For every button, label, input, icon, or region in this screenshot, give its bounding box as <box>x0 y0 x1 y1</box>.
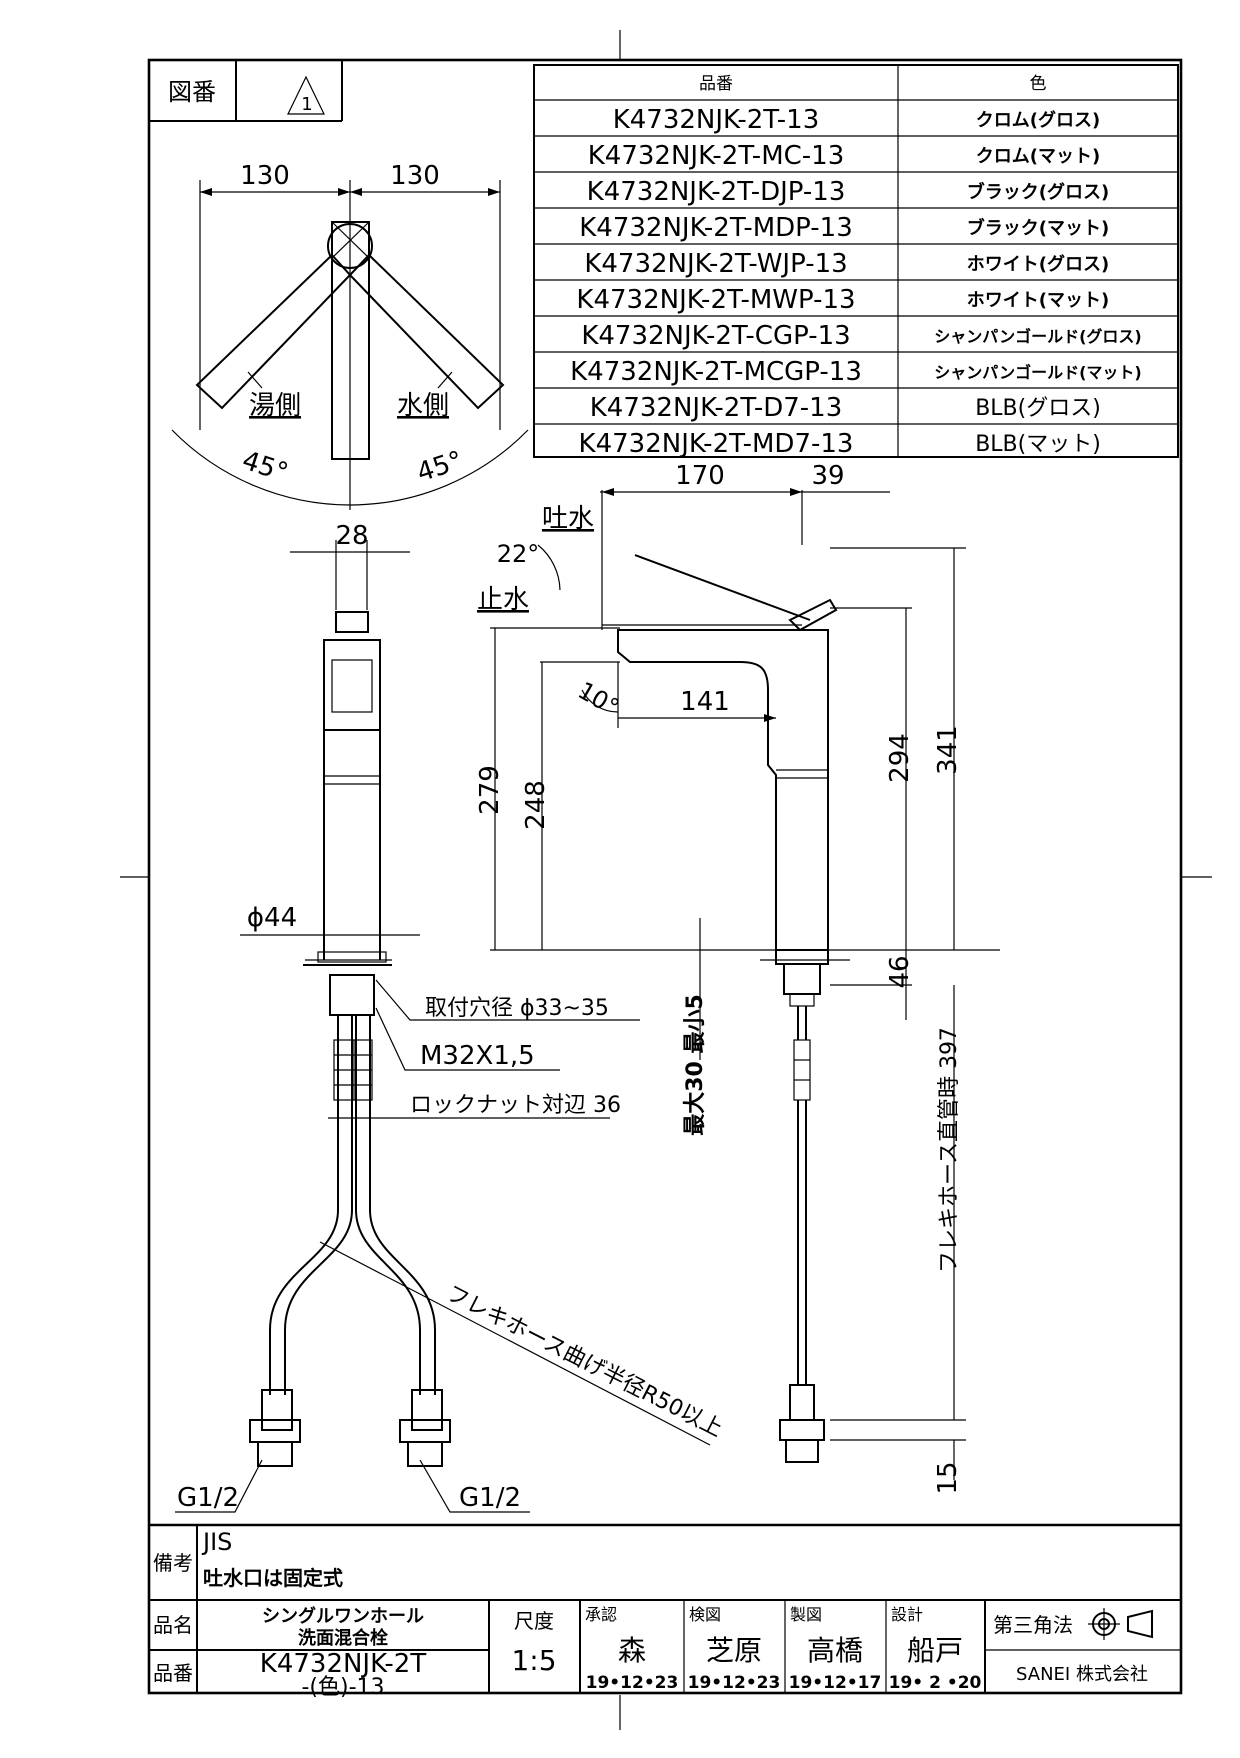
approval-date: 19•12•23 <box>586 1673 679 1693</box>
table-cell-color: クロム(マット) <box>976 146 1100 167</box>
variants-table: 品番 色 K4732NJK-2T-13 クロム(グロス) K4732NJK-2T… <box>533 64 1179 459</box>
side-dim-39: 39 <box>811 461 844 491</box>
product-number-1: K4732NJK-2T <box>260 1649 427 1679</box>
side-dim-141: 141 <box>680 687 730 717</box>
deck-range-label: 最大30 最小5 <box>683 994 708 1136</box>
conn-right-label: G1/2 <box>459 1483 521 1513</box>
check-label: 検図 <box>689 1605 721 1624</box>
lever-angle-label: 22° <box>497 540 540 568</box>
revision-triangle-icon <box>287 75 325 115</box>
table-cell-part: K4732NJK-2T-MD7-13 <box>579 429 854 459</box>
hot-side-label: 湯側 <box>249 391 301 421</box>
front-diameter: ϕ44 <box>247 903 297 933</box>
table-header-color: 色 <box>1030 74 1047 94</box>
product-name-2: 洗面混合栓 <box>298 1627 388 1649</box>
angle-right: 45° <box>413 446 466 489</box>
table-cell-part: K4732NJK-2T-CGP-13 <box>581 321 850 351</box>
front-dim-28: 28 <box>335 521 368 551</box>
number-label: 品番 <box>153 1661 193 1685</box>
third-angle-projection-icon <box>1088 1608 1153 1640</box>
product-name-1: シングルワンホール <box>262 1605 424 1627</box>
table-cell-color: クロム(グロス) <box>976 109 1100 131</box>
side-dim-170: 170 <box>675 461 725 491</box>
table-cell-part: K4732NJK-2T-MCGP-13 <box>570 357 862 387</box>
conn-left-label: G1/2 <box>177 1483 239 1513</box>
design-date: 19• 2 •20 <box>889 1673 982 1693</box>
notes-line-1: JIS <box>201 1528 232 1556</box>
title-block: 品名 シングルワンホール 洗面混合栓 品番 K4732NJK-2T -(色)-1… <box>149 1600 1181 1700</box>
projection-label: 第三角法 <box>993 1613 1073 1637</box>
table-cell-part: K4732NJK-2T-D7-13 <box>590 393 842 423</box>
notes-block: 備考 JIS 吐水口は固定式 <box>149 1523 1181 1693</box>
draw-label: 製図 <box>790 1605 822 1624</box>
side-dim-46: 46 <box>885 955 915 988</box>
drawing-number-box: 図番 1 <box>149 60 343 122</box>
top-dim-right: 130 <box>390 161 440 191</box>
table-cell-part: K4732NJK-2T-13 <box>613 105 820 135</box>
side-dim-279: 279 <box>475 765 505 815</box>
top-view: 130 130 湯側 水側 45° 45° <box>171 161 529 510</box>
draw-name: 高橋 <box>807 1634 863 1667</box>
product-number-2: -(色)-13 <box>301 1675 384 1700</box>
side-dim-15: 15 <box>933 1461 963 1494</box>
lever-pivot <box>327 223 373 269</box>
check-date: 19•12•23 <box>688 1673 781 1693</box>
hose-length-label: フレキホース直管時 397 <box>937 1027 962 1273</box>
spout-on-label: 吐水 <box>542 504 594 534</box>
table-cell-part: K4732NJK-2T-MC-13 <box>588 141 845 171</box>
approval-label: 承認 <box>585 1605 617 1624</box>
table-cell-part: K4732NJK-2T-WJP-13 <box>584 249 847 279</box>
draw-date: 19•12•17 <box>789 1673 882 1693</box>
table-cell-color: シャンパンゴールド(グロス) <box>934 327 1141 346</box>
table-cell-color: ブラック(マット) <box>967 217 1109 239</box>
check-name: 芝原 <box>706 1634 762 1667</box>
hose-bend-label: フレキホース曲げ半径R50以上 <box>442 1281 726 1442</box>
side-dim-248: 248 <box>521 780 551 830</box>
table-cell-color: ホワイト(グロス) <box>967 253 1109 275</box>
table-cell-color: シャンパンゴールド(マット) <box>934 363 1141 382</box>
left-connector <box>249 1389 301 1467</box>
mount-hole-label: 取付穴径 ϕ33~35 <box>425 996 609 1021</box>
sheet-border <box>147 58 1183 1695</box>
scale-label: 尺度 <box>514 1609 554 1633</box>
design-name: 船戸 <box>907 1634 963 1667</box>
side-dim-294: 294 <box>885 733 915 783</box>
table-cell-color: ホワイト(マット) <box>967 290 1109 311</box>
table-cell-part: K4732NJK-2T-MDP-13 <box>579 213 852 243</box>
centering-marks <box>120 30 1212 1730</box>
notes-label: 備考 <box>153 1551 193 1575</box>
lever-cold-position <box>348 253 505 410</box>
lever-hot-position <box>195 253 352 410</box>
spout-off-label: 止水 <box>477 585 529 615</box>
table-header-part: 品番 <box>699 74 733 94</box>
locknut-label: ロックナット対辺 36 <box>410 1093 621 1118</box>
approval-name: 森 <box>618 1634 646 1667</box>
right-connector <box>399 1389 451 1467</box>
scale-value: 1:5 <box>511 1644 556 1677</box>
table-cell-part: K4732NJK-2T-DJP-13 <box>587 177 846 207</box>
side-view: 170 39 吐水 22° 止水 10° 141 279 248 <box>475 461 1000 1495</box>
spout-angle-label: 10° <box>573 676 624 722</box>
thread-label: M32X1,5 <box>420 1041 535 1071</box>
front-view: 28 ϕ44 取付穴径 ϕ33~35 M32X1,5 ロックナット対辺 36 <box>175 521 726 1513</box>
name-label: 品名 <box>153 1613 193 1637</box>
notes-line-2: 吐水口は固定式 <box>203 1566 343 1590</box>
table-cell-color: ブラック(グロス) <box>967 181 1109 203</box>
table-cell-color: BLB(グロス) <box>975 396 1101 421</box>
top-dim-left: 130 <box>240 161 290 191</box>
revision-mark: 1 <box>301 94 312 115</box>
company-name: SANEI 株式会社 <box>1016 1664 1148 1685</box>
side-dim-341: 341 <box>933 725 963 775</box>
lever-center <box>331 221 370 460</box>
design-label: 設計 <box>891 1605 923 1624</box>
drawing-number-label: 図番 <box>168 78 216 106</box>
table-cell-part: K4732NJK-2T-MWP-13 <box>576 285 855 315</box>
table-cell-color: BLB(マット) <box>975 432 1101 457</box>
cold-side-label: 水側 <box>397 391 449 421</box>
